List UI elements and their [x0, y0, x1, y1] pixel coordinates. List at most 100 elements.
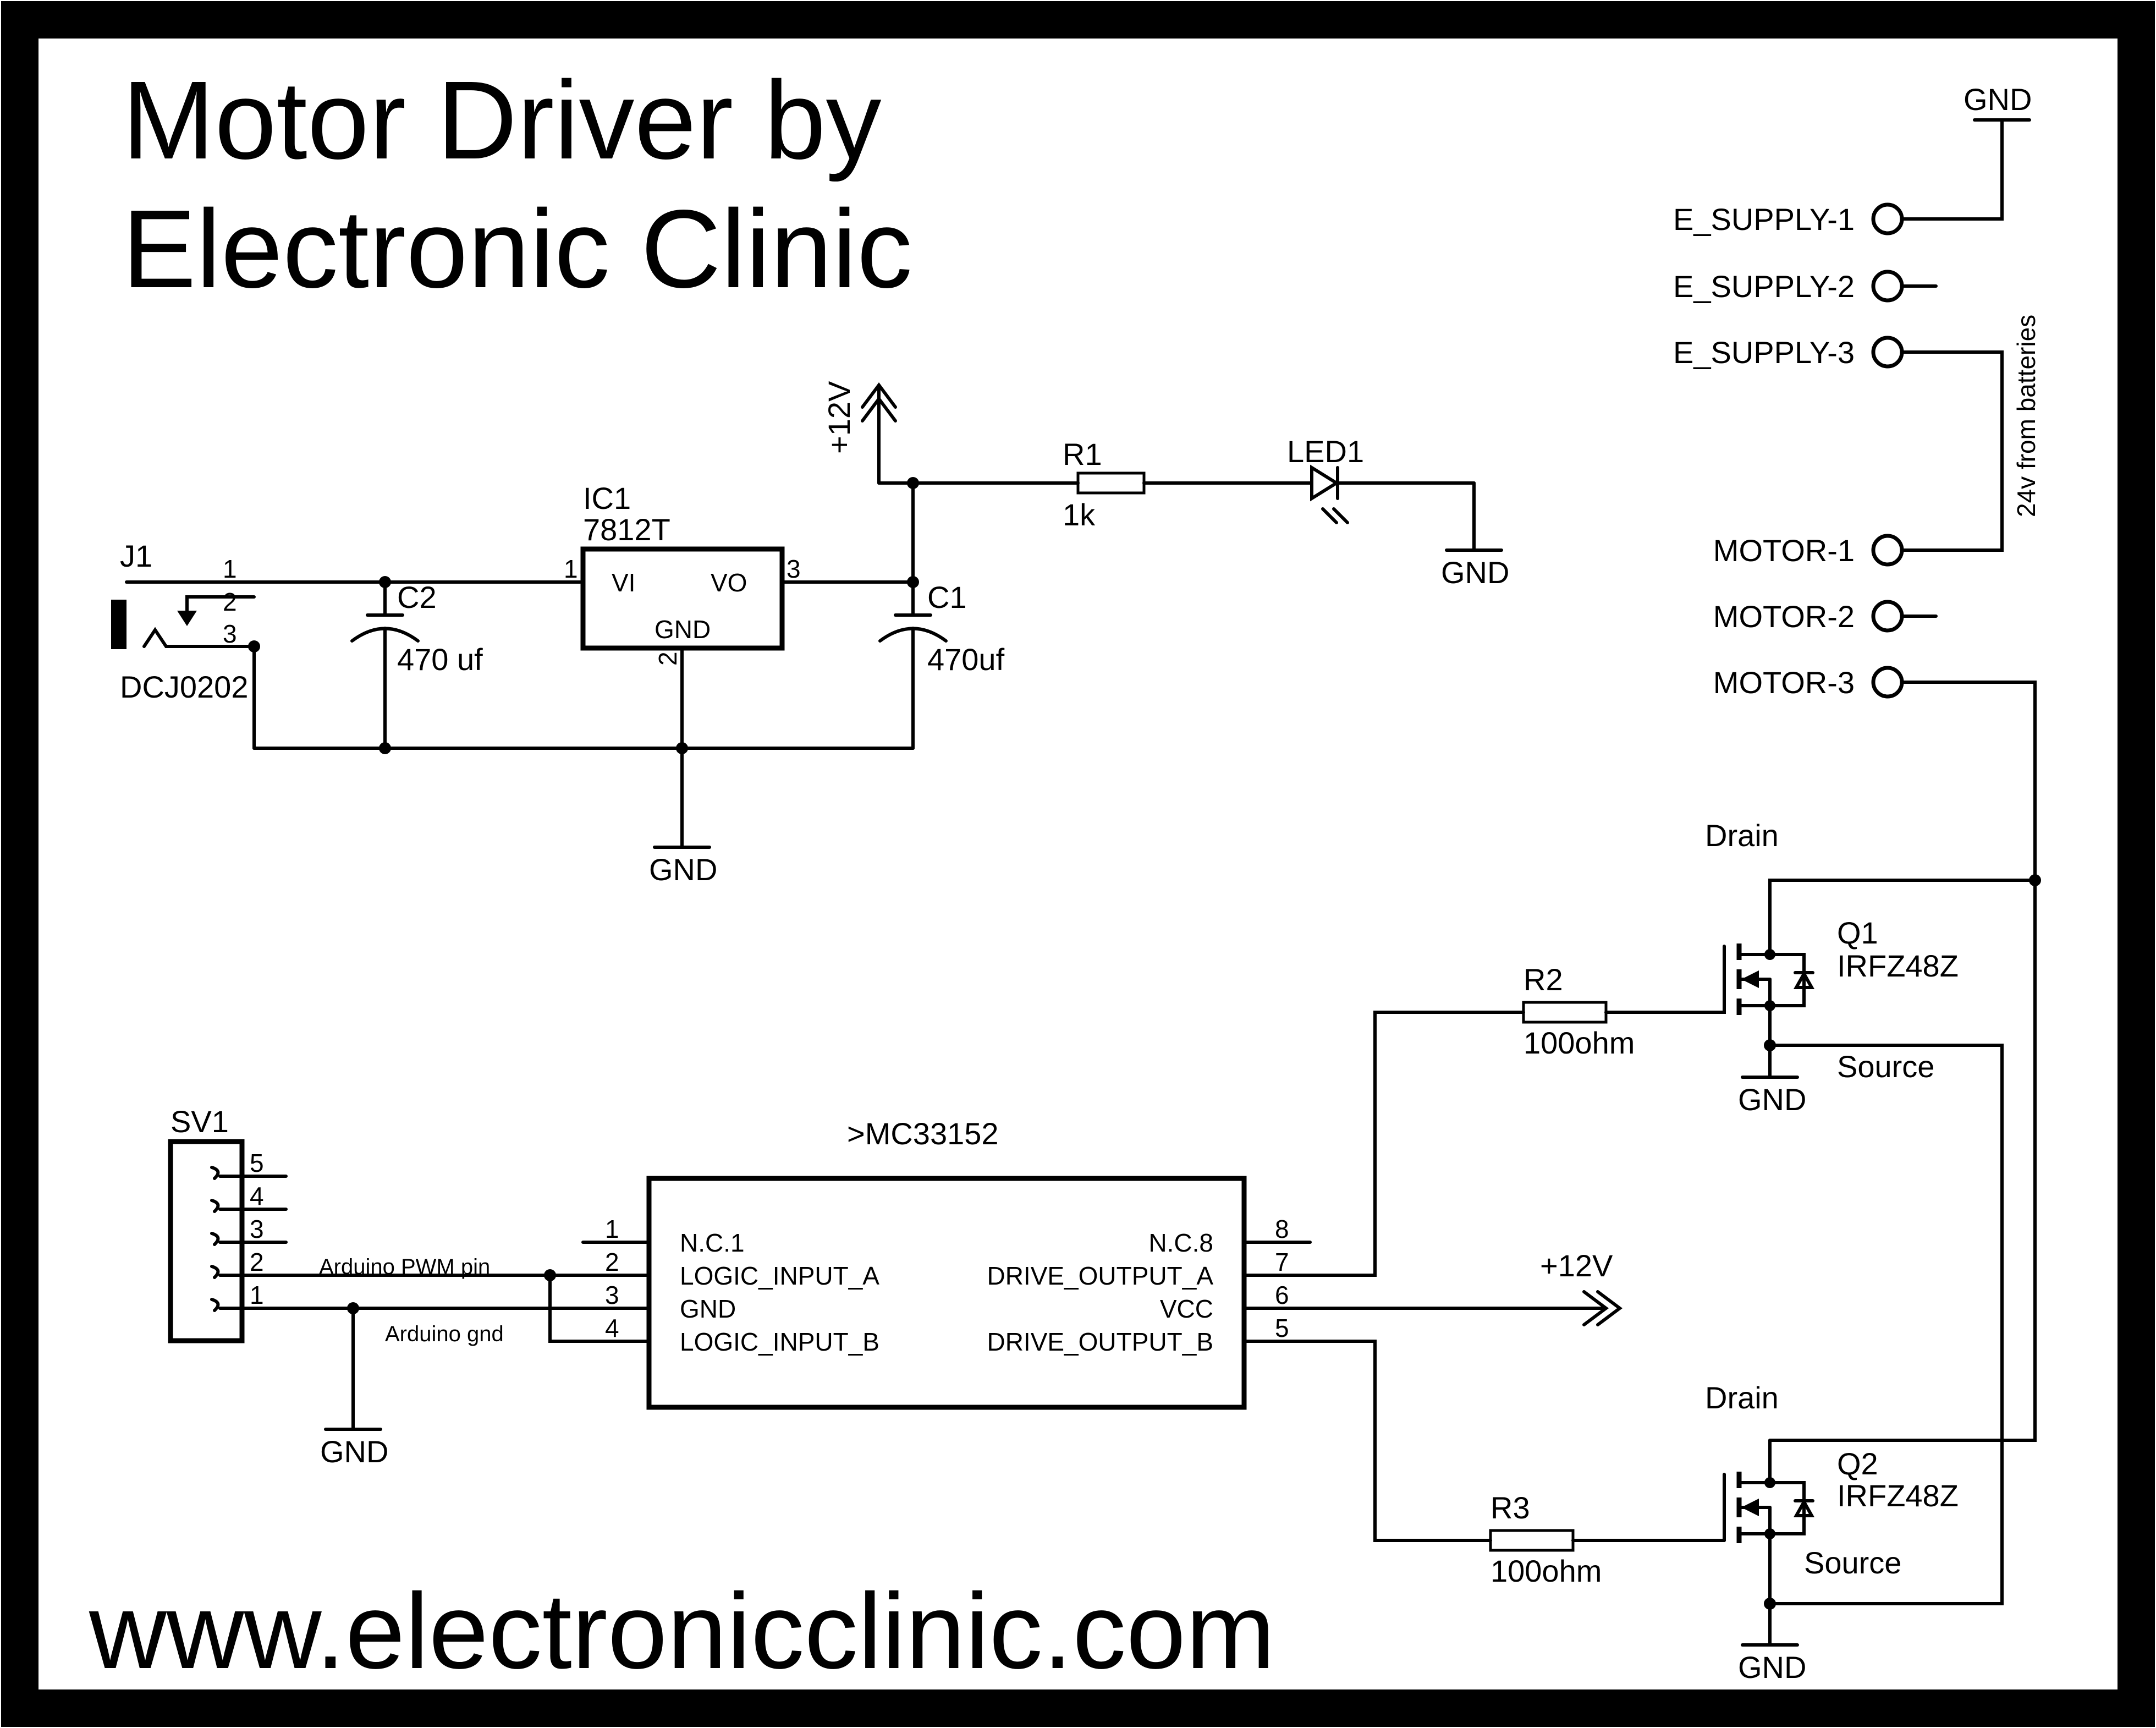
j1-pin3: 3 [223, 619, 237, 648]
power-jack-j1: J1 DCJ0202 1 2 3 [111, 539, 582, 750]
r3-value: 100ohm [1491, 1554, 1602, 1588]
mosfet-q2: Drain Q2 IRFZ48Z Source GND [1705, 1380, 1959, 1685]
q2-dot-drain [1764, 1477, 1775, 1488]
driver-pin4-num: 4 [605, 1314, 619, 1342]
e-supply-3-pad [1871, 336, 1904, 369]
driver-pin7-label: DRIVE_OUTPUT_A [987, 1261, 1213, 1290]
sv1-pin5-mark [210, 1166, 220, 1180]
sv1-pin3-mark [210, 1232, 220, 1246]
ic1-name: IC1 [583, 481, 631, 515]
r1-body [1076, 471, 1146, 495]
sv1-pin3-num: 3 [250, 1215, 264, 1243]
sv1-pwm-label: Arduino PWM pin [319, 1255, 490, 1279]
sv1-pin5-num: 5 [250, 1149, 264, 1177]
driver-pin1-label: N.C.1 [680, 1228, 745, 1257]
r2-body [1522, 1001, 1608, 1024]
j1-name: J1 [120, 539, 152, 573]
ic1-pin-out: 3 [787, 555, 801, 583]
q2-part: IRFZ48Z [1837, 1478, 1959, 1513]
supply-12v-vcc: +12V [1540, 1248, 1623, 1326]
wire-r2-gate [1604, 1010, 1726, 1014]
j1-pin2: 2 [223, 588, 237, 616]
sv1-pin2-num: 2 [250, 1248, 264, 1276]
r1-name: R1 [1063, 437, 1102, 471]
e-supply-3-label: E_SUPPLY-3 [1673, 335, 1855, 370]
motor-3-pad [1871, 666, 1904, 699]
led-light-arrow1 [1321, 507, 1338, 524]
header-sv1: SV1 5 4 3 2 1 Arduino PWM pin Arduino gn… [168, 1104, 585, 1469]
driver-pin6-label: VCC [1160, 1294, 1213, 1323]
q2-name: Q2 [1837, 1446, 1878, 1481]
q2-dot-source [1764, 1528, 1775, 1539]
gnd-label-top: GND [1964, 82, 2032, 117]
led-triangle [1310, 464, 1340, 502]
driver-pin1-num: 1 [605, 1215, 619, 1243]
q2-gnd-label: GND [1738, 1650, 1806, 1685]
q1-diode-loop [1768, 953, 1806, 1007]
jack-body [111, 600, 127, 649]
r2-value: 100ohm [1524, 1025, 1635, 1060]
supply-arrow-outer [861, 382, 897, 409]
motor-2-label: MOTOR-2 [1713, 599, 1855, 634]
gnd-label-arduino: GND [320, 1434, 388, 1469]
gnd-symbol-ic1: GND [649, 846, 717, 887]
motor-connectors: MOTOR-1 MOTOR-2 MOTOR-3 [1713, 533, 1938, 700]
driver-pin4-label: LOGIC_INPUT_B [680, 1327, 879, 1356]
driver-pin6-num: 6 [1275, 1281, 1289, 1309]
sv1-pin4-mark [210, 1199, 220, 1213]
driver-pin8-num: 8 [1275, 1215, 1289, 1243]
j1-pin1: 1 [223, 555, 237, 583]
vcc-arrow-inner [1582, 1290, 1609, 1326]
r2-name: R2 [1524, 962, 1563, 997]
c2-name: C2 [397, 580, 437, 615]
driver-pin8-label: N.C.8 [1148, 1228, 1213, 1257]
q2-arrow [1741, 1499, 1759, 1516]
driver-pin5-label: DRIVE_OUTPUT_B [987, 1327, 1213, 1356]
driver-pin3-label: GND [680, 1294, 736, 1323]
sv1-pin1-num: 1 [250, 1281, 264, 1309]
resistor-r2: R2 100ohm [1242, 962, 1726, 1277]
c1-name: C1 [927, 580, 967, 615]
driver-ic-name: >MC33152 [847, 1116, 999, 1151]
junction-c2-top [379, 576, 391, 588]
e-supply-connectors: E_SUPPLY-1 E_SUPPLY-2 E_SUPPLY-3 [1673, 202, 1938, 370]
wire-j1-pin3 [142, 627, 256, 648]
sv1-pin2-mark [210, 1265, 220, 1279]
battery-note: 24v from batteries [2012, 315, 2041, 517]
motor-1-label: MOTOR-1 [1713, 533, 1855, 568]
capacitor-c1: C1 470uf [878, 477, 1005, 750]
sv1-gnd-label: Arduino gnd [385, 1322, 504, 1346]
sv1-pin4-num: 4 [250, 1182, 264, 1210]
q1-dot-source [1764, 1000, 1775, 1011]
motor-1-pad [1871, 534, 1904, 567]
q1-source-label: Source [1837, 1049, 1934, 1084]
r3-name: R3 [1491, 1490, 1530, 1525]
q2-dot-gnd [1764, 1598, 1776, 1610]
q1-name: Q1 [1837, 915, 1878, 950]
q2-source-label: Source [1804, 1545, 1901, 1580]
junction-c1-top [907, 576, 919, 588]
e-supply-2-label: E_SUPPLY-2 [1673, 269, 1855, 304]
footer-url: www.electronicclinic.com [89, 1571, 1275, 1691]
driver-pin2-label: LOGIC_INPUT_A [680, 1261, 879, 1290]
q1-arrow [1741, 970, 1759, 988]
wire-battery-link [1900, 350, 2004, 552]
title-line2: Electronic Clinic [122, 186, 912, 311]
sv1-name: SV1 [170, 1104, 229, 1139]
wire-pwm-to-b [548, 1274, 585, 1343]
capacitor-c2: C2 470 uf [350, 576, 483, 754]
r1-value: 1k [1063, 497, 1096, 532]
ic1-gnd: GND [654, 615, 711, 644]
ic1-part: 7812T [583, 512, 670, 547]
e-supply-1-label: E_SUPPLY-1 [1673, 202, 1855, 237]
ic1-pin-gnd: 2 [653, 651, 682, 666]
e-supply-2-pad [1871, 270, 1904, 303]
e-supply-1-pad [1871, 202, 1904, 235]
wire-drive-b [1242, 1340, 1492, 1542]
driver-pin5-num: 5 [1275, 1314, 1289, 1342]
gnd-label-ic1: GND [649, 852, 717, 887]
c1-value: 470uf [927, 642, 1005, 677]
wire-gnd-esupply1 [1901, 118, 2004, 221]
